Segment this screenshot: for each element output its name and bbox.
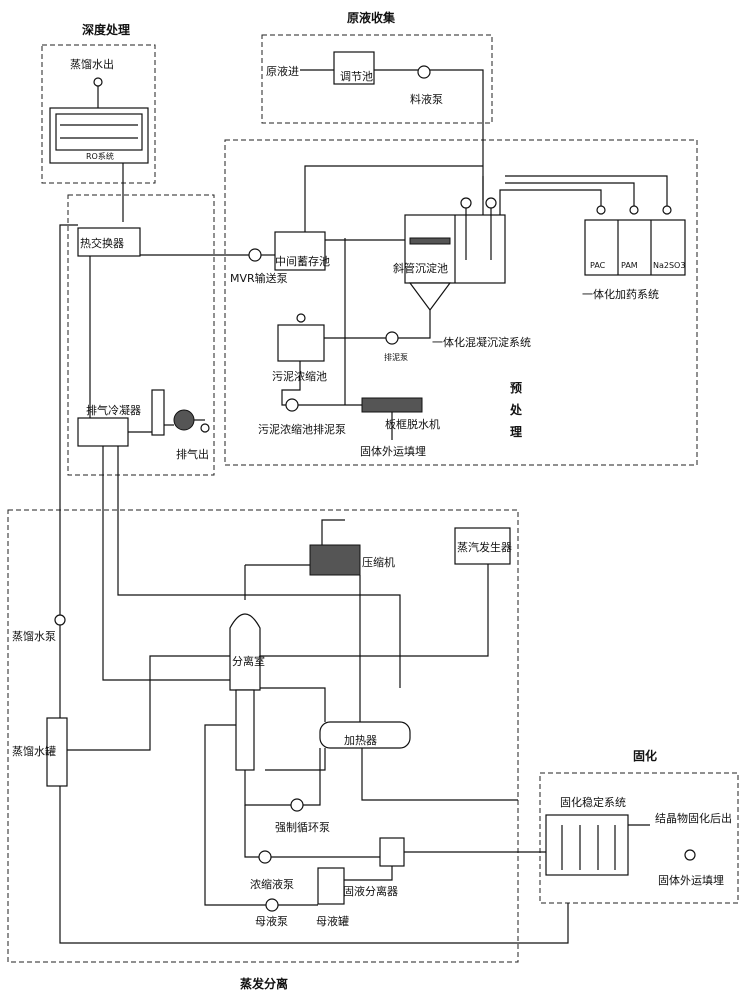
compressor [309,544,361,576]
heat-exchange-box [67,194,215,476]
feed-pump-icon [417,65,431,79]
feed-pump-label: 料液泵 [410,92,443,106]
distilled-tank [46,717,68,787]
sludge-feed-pump-icon [285,398,299,412]
dosing-motor-icon [596,205,606,215]
evaporation-box [7,509,519,963]
solidify-solid-out-label: 固体外运填埋 [658,873,724,887]
heater-label: 加热器 [344,734,377,747]
raw-collection-box [261,34,493,124]
mixer-motor-icon [460,197,472,209]
separator-label: 分离室 [232,654,265,668]
pam-label: PAM [621,261,638,270]
sludge-hopper [408,282,452,312]
distilled-out-label: 蒸馏水出 [70,57,114,71]
steam-generator-label: 蒸汽发生器 [457,540,512,554]
exhaust-condenser [77,417,129,447]
concentrate-pump-icon [258,850,272,864]
na2so3-label: Na2SO3 [653,261,685,270]
exhaust-condenser-label: 排气冷凝器 [86,403,141,417]
mother-pump-icon [265,898,279,912]
solid-liquid-sep-label: 固液分离器 [343,884,398,898]
separator-vessel [229,613,261,691]
pretreatment-box [224,139,698,466]
dosing-motor-icon [662,205,672,215]
intermediate-tank-label: 中间蓄存池 [275,254,330,268]
solid-liquid-separator [379,837,405,867]
ro-label: RO系统 [86,151,114,161]
thickener-motor-icon [296,313,306,323]
crystal-out-label: 结晶物固化后出 [655,811,732,825]
regulating-tank-label: 调节池 [340,70,373,83]
exhaust-fan-icon [173,409,195,431]
ro-inner [55,113,143,151]
distilled-tank-label: 蒸馏水罐 [12,744,56,758]
exhaust-out-label: 排气出 [176,447,209,461]
forced-pump-label: 强制循环泵 [275,821,330,834]
title-solidification: 固化 [633,748,657,763]
regulating-tank [333,51,375,85]
sludge-feed-pump-label: 污泥浓缩池排泥泵 [258,422,346,436]
sludge-thickener [277,324,325,362]
pac-label: PAC [590,261,606,270]
title-evaporation: 蒸发分离 [240,976,288,991]
exhaust-outlet-icon [200,423,210,433]
sludge-pump-icon [385,331,399,345]
raw-in-label: 原液进 [266,64,299,78]
heat-exchanger [77,227,141,257]
mvr-pump-label: MVR输送泵 [230,271,288,285]
outlet-icon [93,77,103,87]
coag-system-label: 一体化混凝沉淀系统 [432,335,531,349]
scrubber-tower [151,389,165,436]
dosing-system [584,219,686,276]
concentrate-pump-label: 浓缩液泵 [250,877,294,891]
compressor-label: 压缩机 [362,555,395,569]
dosing-system-label: 一体化加药系统 [582,287,659,301]
outlet-icon [684,849,696,861]
mother-tank-label: 母液罐 [316,914,349,928]
intermediate-tank [274,231,326,271]
steam-generator [454,527,511,565]
pretreat-solid-out-label: 固体外运填埋 [360,444,426,458]
depth-treatment-box [41,44,156,184]
sludge-pump-label: 排泥泵 [384,352,408,362]
mother-pump-label: 母液泵 [255,914,288,928]
mother-tank [317,867,345,905]
title-pretreatment: 预 处 理 [509,381,523,439]
heater [319,721,411,749]
heat-exchanger-label: 热交换器 [80,236,124,250]
svg-text:理: 理 [510,425,522,439]
mixer-motor-icon [485,197,497,209]
mvr-pump-icon [248,248,262,262]
plate-filter-press [361,397,423,413]
title-raw-collection: 原液收集 [347,10,396,25]
title-depth-treatment: 深度处理 [82,22,130,37]
forced-pump-icon [290,798,304,812]
separator-leg [235,689,255,771]
solidify-system [545,814,629,876]
distilled-pump-icon [54,614,66,626]
solidify-system-label: 固化稳定系统 [560,795,626,809]
distilled-pump-label: 蒸馏水泵 [12,629,56,643]
inclined-tube-pack [409,237,451,245]
svg-text:预: 预 [510,381,522,395]
inclined-tube-label: 斜管沉淀池 [393,261,448,275]
svg-text:处: 处 [509,402,523,417]
dosing-motor-icon [629,205,639,215]
solidification-box [539,772,739,904]
plate-filter-label: 板框脱水机 [385,417,440,431]
